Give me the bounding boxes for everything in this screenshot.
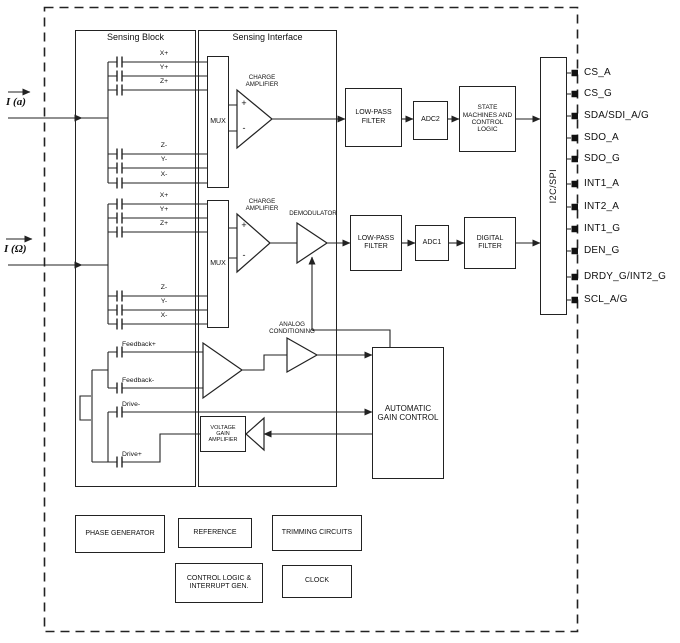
- opamp-g-plus: +: [241, 220, 247, 230]
- pin-label-int2-a: INT2_A: [584, 201, 620, 212]
- pad-gyro-xm: X-: [160, 312, 168, 319]
- pad-accel-ym: Y-: [160, 156, 168, 163]
- opamp-a-plus: +: [241, 98, 247, 108]
- pin-label-den-g: DEN_G: [584, 245, 620, 256]
- opamp-a-minus: -: [242, 123, 246, 133]
- feedback-amplifier-symbol: [202, 341, 244, 400]
- wires: [79, 61, 571, 463]
- sensing-block-container: [75, 30, 196, 487]
- mux-accel-block: MUX: [207, 56, 229, 188]
- pad-drive-minus: Drive-: [122, 401, 141, 408]
- charge-amplifier-a-label: CHARGE AMPLIFIER: [245, 74, 279, 88]
- analog-conditioning-symbol: [286, 336, 319, 374]
- voltage-gain-amplifier-block: VOLTAGE GAIN AMPLIFIER: [200, 416, 246, 452]
- pad-gyro-xp: X+: [159, 192, 169, 199]
- clock-block: CLOCK: [282, 565, 352, 598]
- voltage-gain-amplifier-symbol: [245, 416, 265, 452]
- pad-gyro-zp: Z+: [159, 220, 169, 227]
- pin-label-cs-g: CS_G: [584, 88, 613, 99]
- pad-gyro-ym: Y-: [160, 298, 168, 305]
- pad-feedback-plus: Feedback+: [122, 341, 156, 348]
- package-dashed-border: [43, 6, 579, 633]
- pad-accel-zp: Z+: [159, 78, 169, 85]
- arrow-wires: [6, 88, 541, 438]
- pad-accel-xp: X+: [159, 50, 169, 57]
- input-gyro-current-label: I (Ω): [4, 243, 27, 255]
- reference-block: REFERENCE: [178, 518, 252, 548]
- opamp-g-minus: -: [242, 250, 246, 260]
- pin-pads: [571, 69, 578, 304]
- sensing-interface-title: Sensing Interface: [232, 32, 303, 42]
- sensing-block-title: Sensing Block: [106, 32, 165, 42]
- low-pass-filter-accel-block: LOW-PASS FILTER: [345, 88, 402, 147]
- mux-gyro-block: MUX: [207, 200, 229, 328]
- i2c-spi-label: I2C/SPI: [548, 168, 559, 204]
- pin-label-int1-a: INT1_A: [584, 178, 620, 189]
- demodulator-symbol: [296, 221, 329, 265]
- charge-amplifier-g-label: CHARGE AMPLIFIER: [245, 198, 279, 212]
- sensing-interface-container: [198, 30, 337, 487]
- pad-gyro-zm: Z-: [160, 284, 168, 291]
- pin-label-cs-a: CS_A: [584, 67, 611, 78]
- adc1-block: ADC1: [415, 225, 449, 261]
- pad-accel-xm: X-: [160, 171, 168, 178]
- pad-drive-plus: Drive+: [122, 451, 142, 458]
- demodulator-label: DEMODULATOR: [289, 210, 337, 217]
- low-pass-filter-gyro-block: LOW-PASS FILTER: [350, 215, 402, 271]
- pad-accel-yp: Y+: [159, 64, 169, 71]
- digital-filter-block: DIGITAL FILTER: [464, 217, 516, 269]
- pin-label-sda-sdi: SDA/SDI_A/G: [584, 110, 649, 121]
- pad-accel-zm: Z-: [160, 142, 168, 149]
- control-logic-block: CONTROL LOGIC & INTERRUPT GEN.: [175, 563, 263, 603]
- phase-generator-block: PHASE GENERATOR: [75, 515, 165, 553]
- analog-conditioning-label: ANALOG CONDITIONING: [269, 321, 315, 335]
- automatic-gain-control-block: AUTOMATIC GAIN CONTROL: [372, 347, 444, 479]
- input-accel-current-label: I (a): [6, 96, 26, 108]
- charge-amplifier-a-symbol: [236, 88, 273, 150]
- pin-label-sdo-a: SDO_A: [584, 132, 619, 143]
- pin-label-scl: SCL_A/G: [584, 294, 628, 305]
- pad-gyro-yp: Y+: [159, 206, 169, 213]
- pin-label-int1-g: INT1_G: [584, 223, 621, 234]
- amplifier-triangles: [202, 88, 329, 452]
- state-machines-block: STATE MACHINES AND CONTROL LOGIC: [459, 86, 516, 152]
- pin-label-sdo-g: SDO_G: [584, 153, 621, 164]
- capacitor-plates: [116, 56, 123, 468]
- adc2-block: ADC2: [413, 101, 448, 140]
- pin-label-drdy-g: DRDY_G/INT2_G: [584, 271, 667, 282]
- trimming-circuits-block: TRIMMING CIRCUITS: [272, 515, 362, 551]
- i2c-spi-block: I2C/SPI: [540, 57, 567, 315]
- charge-amplifier-g-symbol: [236, 212, 271, 274]
- pad-feedback-minus: Feedback-: [122, 377, 155, 384]
